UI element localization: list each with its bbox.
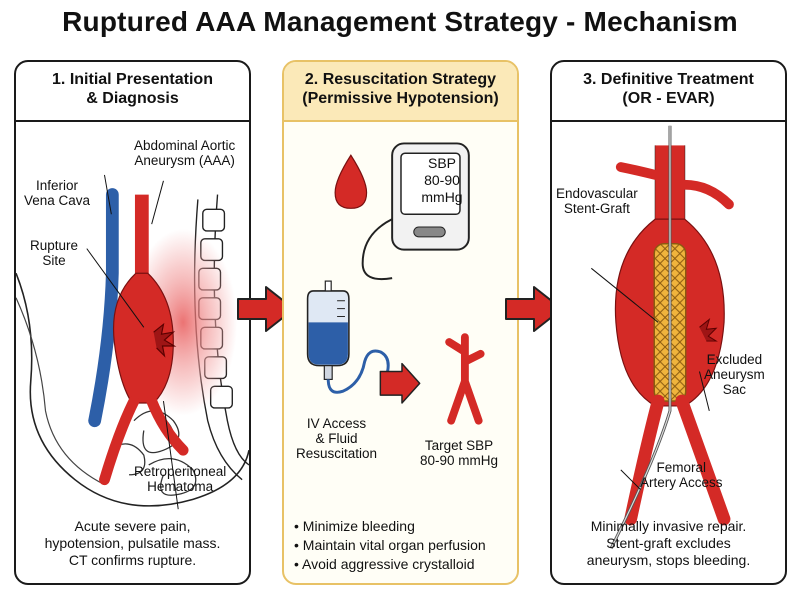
- heading-line: (OR - EVAR): [622, 90, 715, 107]
- body-outline-inner: [16, 297, 105, 486]
- panel-heading: 3. Definitive Treatment (OR - EVAR): [552, 62, 785, 122]
- panel-initial-presentation: 1. Initial Presentation & Diagnosis: [14, 60, 251, 585]
- panel-heading: 2. Resuscitation Strategy (Permissive Hy…: [284, 62, 517, 122]
- panel-resuscitation-strategy: 2. Resuscitation Strategy (Permissive Hy…: [282, 60, 519, 585]
- bp-cuff-tube: [361, 218, 393, 281]
- label-stent-graft: Endovascular Stent-Graft: [556, 186, 638, 216]
- bullet-item: • Minimize bleeding: [294, 518, 415, 534]
- bp-monitor-screen: [400, 152, 461, 215]
- panel-definitive-treatment: 3. Definitive Treatment (OR - EVAR): [550, 60, 787, 585]
- panel-footer: Acute severe pain, hypotension, pulsatil…: [44, 518, 221, 568]
- heading-line: (Permissive Hypotension): [302, 90, 499, 107]
- label-iv-access: IV Access & Fluid Resuscitation: [296, 416, 378, 461]
- iliac-arteries: [99, 395, 189, 486]
- label-excluded-sac: Excluded Aneurysm Sac: [704, 352, 765, 397]
- label-rupture-site: Rupture Site: [30, 238, 79, 268]
- heading-line: 1. Initial Presentation: [52, 71, 213, 88]
- panel-footer: Minimally invasive repair. Stent-graft e…: [586, 518, 751, 568]
- iv-fluid: [308, 322, 348, 365]
- bullet-item: • Avoid aggressive crystalloid: [294, 556, 475, 572]
- bullet-list: • Minimize bleeding • Maintain vital org…: [294, 517, 486, 574]
- label-femoral-access: Femoral Artery Access: [640, 460, 723, 490]
- target-aorta-icon: [445, 333, 485, 425]
- iv-to-target-arrow: [379, 362, 421, 404]
- label-retroperitoneal-hematoma: Retroperitoneal Hematoma: [134, 464, 227, 494]
- leader-lines: [86, 174, 179, 510]
- abdominal-anatomy-illustration: [16, 174, 249, 510]
- heading-line: 3. Definitive Treatment: [583, 71, 754, 88]
- rupture-site: [153, 322, 177, 358]
- leader-lines: [591, 267, 710, 490]
- body-outline: [16, 272, 249, 507]
- bp-monitor-button: [413, 226, 446, 238]
- label-aaa: Abdominal Aortic Aneurysm (AAA): [134, 138, 236, 168]
- label-inferior-vena-cava: Inferior Vena Cava: [24, 178, 91, 208]
- panel-heading: 1. Initial Presentation & Diagnosis: [16, 62, 249, 122]
- page-title: Ruptured AAA Management Strategy - Mecha…: [62, 6, 738, 37]
- evar-illustration: [591, 125, 734, 550]
- inferior-vena-cava: [88, 188, 119, 428]
- renal-branches: [615, 162, 734, 210]
- heading-line: 2. Resuscitation Strategy: [304, 71, 497, 88]
- blood-drop-icon: [334, 154, 368, 209]
- flow-arrow-1: [237, 286, 295, 332]
- heading-line: & Diagnosis: [86, 90, 179, 107]
- bullet-item: • Maintain vital organ perfusion: [294, 537, 486, 553]
- bp-monitor-readout: SBP 80-90 mmHg: [421, 155, 463, 205]
- iv-tubing: [326, 349, 390, 394]
- label-target-sbp: Target SBP 80-90 mmHg: [420, 438, 499, 468]
- resuscitation-illustration: [306, 142, 485, 425]
- flow-arrow-2: [505, 286, 563, 332]
